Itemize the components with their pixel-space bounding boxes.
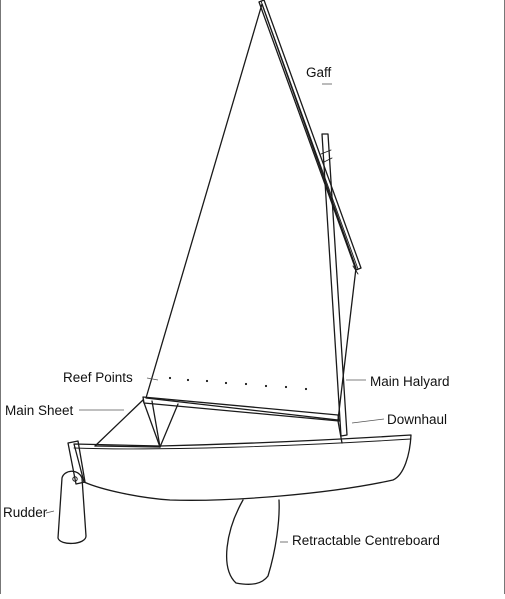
downhaul-fitting [337, 420, 343, 444]
label-main-sheet: Main Sheet [5, 403, 74, 418]
label-gaff: Gaff [306, 65, 332, 80]
label-rudder: Rudder [3, 505, 48, 520]
hull [73, 434, 412, 501]
main-sheet-rigging [94, 399, 179, 448]
leader-rudder [45, 510, 55, 514]
leader-reef-points [146, 377, 159, 381]
label-main-halyard: Main Halyard [370, 374, 450, 389]
gaff-spar [258, 0, 362, 275]
leader-downhaul [351, 418, 385, 424]
label-downhaul: Downhaul [387, 412, 447, 427]
label-centreboard: Retractable Centreboard [292, 533, 440, 548]
centreboard [226, 499, 280, 585]
rudder-blade [57, 440, 87, 545]
mast [320, 133, 348, 437]
reef-points [168, 376, 308, 391]
label-reef-points: Reef Points [63, 370, 133, 385]
